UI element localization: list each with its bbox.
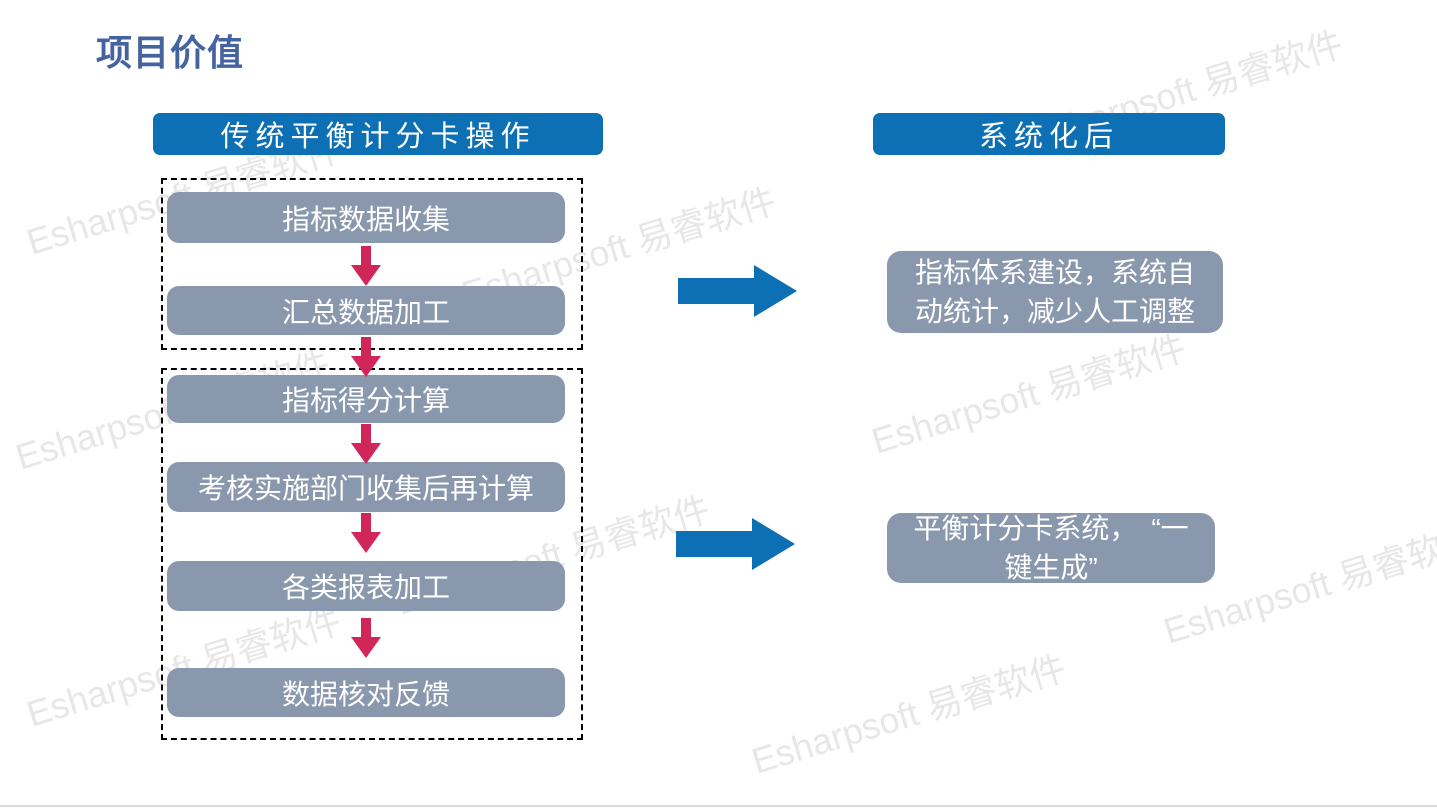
result-box-one-click-generation: 平衡计分卡系统， “一键生成”	[887, 513, 1215, 583]
page-title: 项目价值	[96, 32, 245, 73]
flow-box-report-processing: 各类报表加工	[167, 561, 565, 611]
slide-bottom-divider	[0, 805, 1437, 807]
result-box-indicator-system: 指标体系建设，系统自动统计，减少人工调整	[887, 251, 1223, 333]
flow-box-data-check-feedback: 数据核对反馈	[167, 668, 565, 717]
down-arrow-icon	[350, 246, 382, 286]
watermark-text: Esharpsoft 易睿软件	[866, 327, 1191, 462]
flow-box-score-calculation: 指标得分计算	[167, 375, 565, 423]
dashed-group-data-collection	[161, 178, 583, 350]
down-arrow-icon	[350, 337, 382, 377]
down-arrow-icon	[350, 424, 382, 464]
right-arrow-icon	[678, 264, 798, 318]
right-column-header: 系统化后	[873, 113, 1225, 155]
dashed-group-calculation	[161, 368, 583, 740]
flow-box-department-recalculation: 考核实施部门收集后再计算	[167, 462, 565, 512]
left-column-header: 传统平衡计分卡操作	[153, 113, 603, 155]
flow-box-summary-data-processing: 汇总数据加工	[167, 286, 565, 335]
right-arrow-icon	[676, 517, 796, 571]
down-arrow-icon	[350, 618, 382, 658]
flow-box-indicator-data-collection: 指标数据收集	[167, 192, 565, 243]
watermark-text: Esharpsoft 易睿软件	[746, 647, 1071, 782]
down-arrow-icon	[350, 513, 382, 553]
